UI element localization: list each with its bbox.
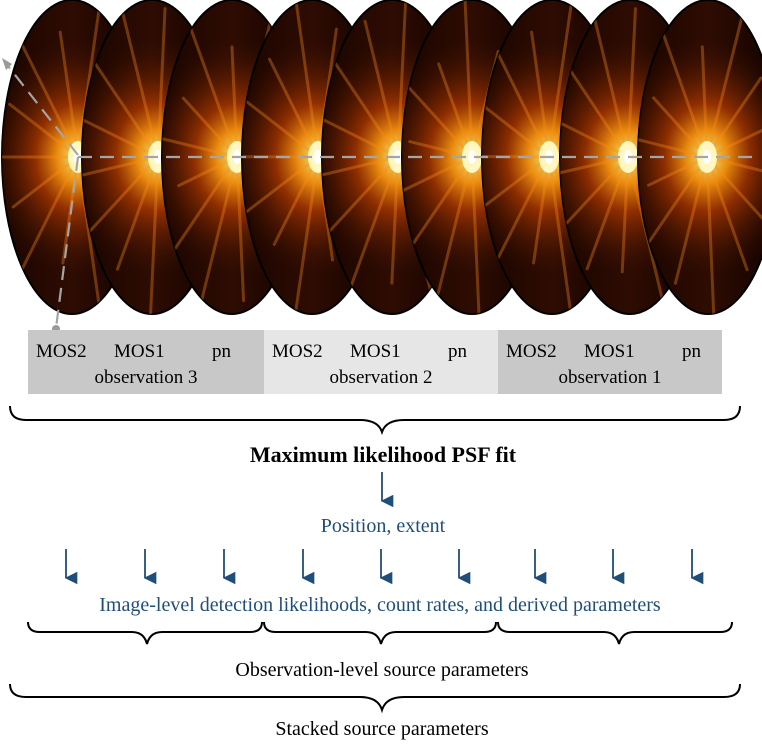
psf-image-strip (1, 0, 762, 315)
detection-label: Image-level detection likelihoods, count… (99, 594, 661, 616)
brace-all-observations (9, 405, 741, 436)
observation-box-3: MOS2 MOS1 pn observation 3 (28, 330, 264, 394)
brace-observation-3 (27, 621, 263, 645)
observation-braces (27, 621, 733, 645)
stacked-label: Stacked source parameters (275, 718, 488, 740)
diagonal-guide-line-down (54, 156, 80, 329)
detection-arrows (64, 549, 704, 585)
observation-box-1: MOS2 MOS1 pn observation 1 (498, 330, 722, 394)
observation-level-label: Observation-level source parameters (235, 659, 528, 681)
observation-label: observation 2 (330, 367, 433, 388)
guide-arrowhead-icon (2, 58, 12, 70)
observation-label: observation 1 (559, 367, 662, 388)
instrument-label-mos2: MOS2 (506, 341, 557, 362)
observation-boxes: MOS2 MOS1 pn observation 3 MOS2 MOS1 pn observa… (28, 330, 722, 394)
instrument-label-mos2: MOS2 (36, 341, 87, 362)
fit-label: Maximum likelihood PSF fit (250, 442, 517, 467)
instrument-label-mos1: MOS1 (584, 341, 635, 362)
instrument-label-mos1: MOS1 (350, 341, 401, 362)
instrument-label-mos2: MOS2 (272, 341, 323, 362)
position-label: Position, extent (321, 515, 446, 537)
diagonal-guide-line-up (7, 65, 79, 156)
instrument-label-mos1: MOS1 (114, 341, 165, 362)
instrument-label-pn: pn (682, 341, 702, 362)
brace-stacked (9, 683, 741, 714)
observation-box-2: MOS2 MOS1 pn observation 2 (264, 330, 498, 394)
brace-observation-1 (497, 621, 733, 645)
instrument-label-pn: pn (212, 341, 232, 362)
instrument-label-pn: pn (448, 341, 468, 362)
observation-label: observation 3 (95, 367, 198, 388)
dashed-guide-lines (7, 65, 760, 329)
brace-observation-2 (263, 621, 497, 645)
